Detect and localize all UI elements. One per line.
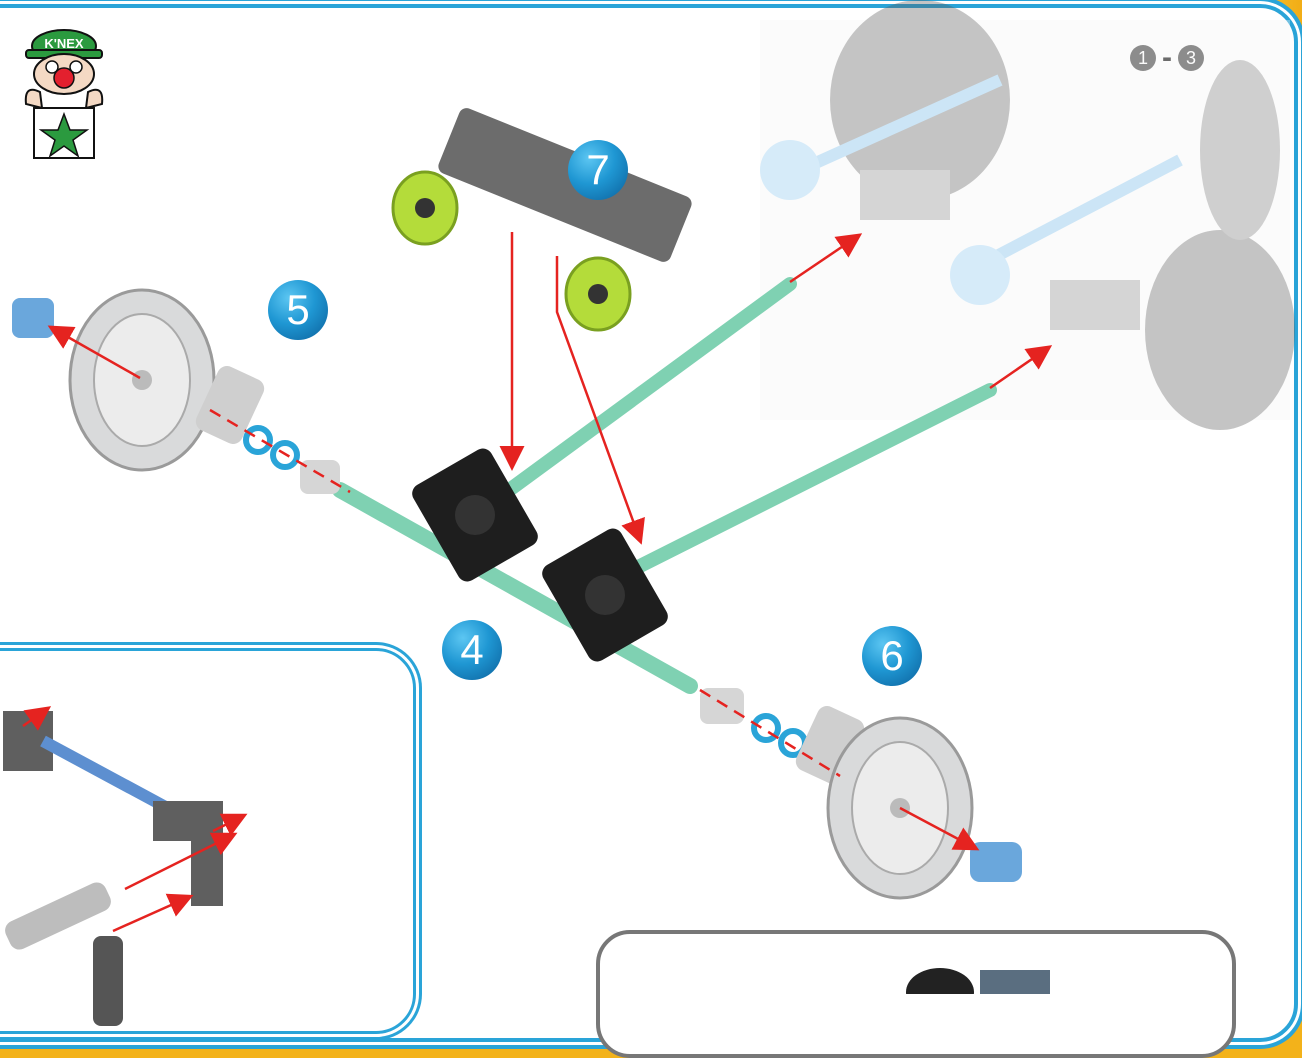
- end-cap-left: [12, 298, 54, 338]
- step-number-5: 5: [268, 280, 328, 340]
- wheel-left: [70, 290, 214, 470]
- ring-left-1: [246, 428, 270, 452]
- detail-inset-left: [0, 648, 416, 1034]
- rod-upper: [512, 284, 790, 488]
- step-number-6: 6: [862, 626, 922, 686]
- faded-vehicle-preview: [760, 0, 1295, 430]
- step-number-4: 4: [442, 620, 502, 680]
- step7-subassembly: [393, 106, 694, 330]
- end-cap-right: [970, 842, 1022, 882]
- gear-right: [539, 525, 672, 665]
- inset-left-illustration: [0, 651, 413, 1031]
- detail-inset-right: [596, 930, 1236, 1058]
- step-number-7: 7: [568, 140, 628, 200]
- gear-left: [409, 445, 542, 585]
- inset-right-illustration: [600, 934, 1232, 994]
